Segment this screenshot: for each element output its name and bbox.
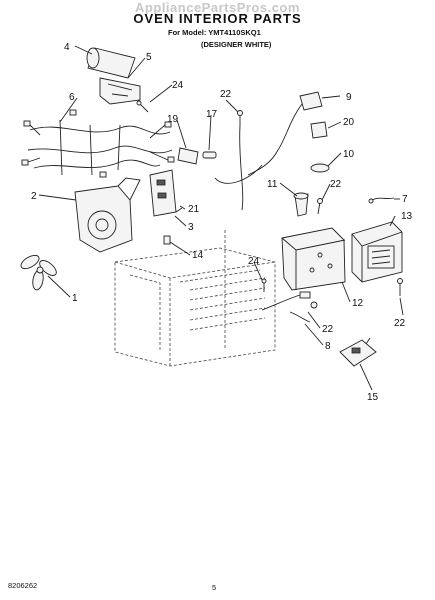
part-screw-22c [397,278,403,296]
part-screw-24b [261,278,267,292]
callout-leaders [38,45,404,391]
callout-7: 7 [402,194,408,205]
part-screw-24a [136,100,149,113]
watermark: AppliancePartsPros.com [135,0,300,15]
part-magnetron-bracket [281,227,346,291]
callout-11: 11 [267,179,278,190]
callout-19: 19 [167,114,179,125]
callout-15: 15 [367,392,379,403]
callout-4: 4 [64,42,70,53]
callout-8: 8 [325,341,331,352]
part-screw-22a [237,110,243,126]
callout-20: 20 [343,117,355,128]
ground-wire [239,125,244,211]
part-clip-14 [163,235,171,245]
callout-2: 2 [31,191,37,202]
part-interlock-switch-assembly [149,169,183,217]
oven-cavity-outline [114,230,276,367]
callout-21: 21 [188,204,200,215]
part-wire-harness [21,109,175,178]
part-thermostat-15 [339,337,377,367]
model-variant: (DESIGNER WHITE) [201,40,272,49]
callout-3: 3 [188,222,194,233]
part-thermal-cutout [310,121,328,139]
part-capacitor-bracket [99,77,141,105]
callout-1: 1 [72,293,78,304]
part-power-cord [214,91,323,184]
document-number: 8206262 [8,581,38,590]
model-number: For Model: YMT4110SKQ1 [168,28,261,37]
callout-14: 14 [192,250,204,261]
part-fan-blade [20,254,57,291]
part-wire-7 [368,197,395,204]
callout-9: 9 [346,92,352,103]
part-fuse-holder [177,147,199,165]
callout-5: 5 [146,52,152,63]
callout-24: 24 [248,256,260,267]
callout-22: 22 [394,318,406,329]
callout-13: 13 [401,211,413,222]
part-diode [261,291,318,323]
callout-24: 24 [172,80,184,91]
part-thermistor [310,163,330,173]
part-fuse [202,151,217,159]
callout-22: 22 [330,179,342,190]
part-screw-22b [317,198,323,215]
callout-22: 22 [322,324,334,335]
callout-10: 10 [343,149,355,160]
part-capacitor [86,47,136,79]
callout-22: 22 [220,89,232,100]
callout-12: 12 [352,298,364,309]
callout-17: 17 [206,109,218,120]
diagram-title: OVEN INTERIOR PARTS [133,11,302,26]
part-thermal-protector [293,192,309,217]
callout-labels: 4 5 24 6 22 9 19 17 20 10 2 11 22 7 13 2… [31,42,413,403]
part-transformer [351,221,403,283]
callout-6: 6 [69,92,75,103]
part-fan-shroud [74,177,141,253]
page-number: 5 [212,583,217,592]
